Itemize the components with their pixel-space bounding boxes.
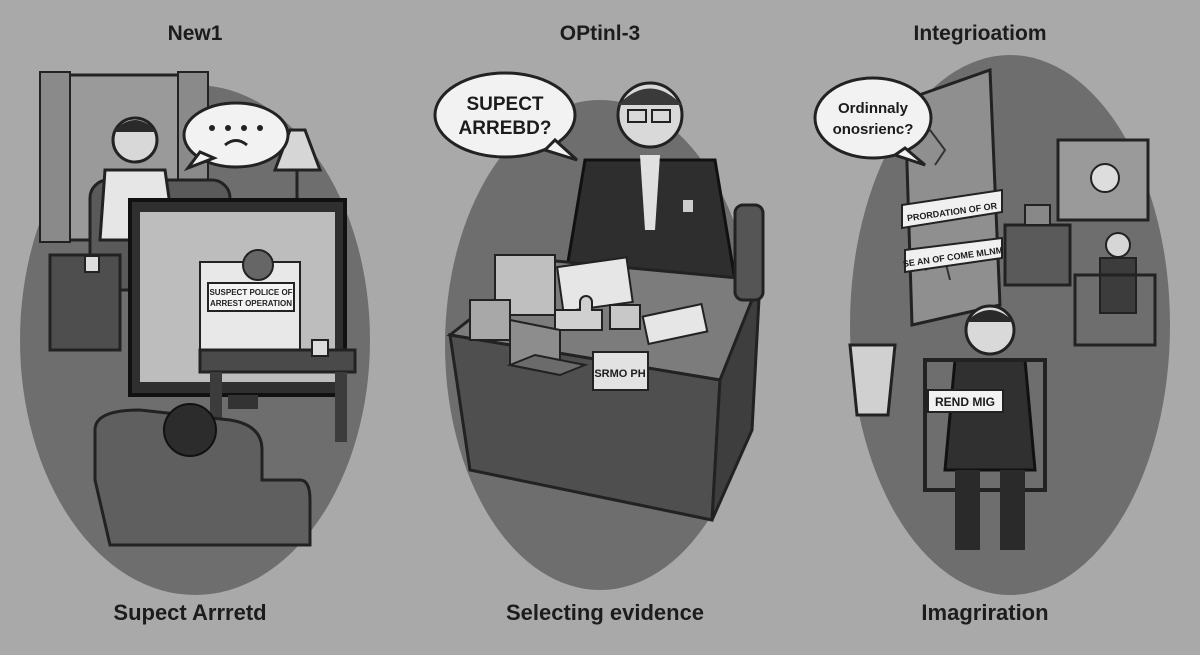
suspect-suit: [943, 358, 1037, 472]
thought-bubble: [182, 101, 290, 169]
officer-speech-line2: ARREBD?: [459, 118, 552, 139]
document-sheet: [556, 256, 634, 313]
interrogation-speech-line2: onosrienc?: [833, 121, 914, 138]
cup-icon: [311, 339, 329, 357]
panel-desk-scene: SUPECT ARREBD? SRMO PH: [433, 71, 765, 590]
office-chair: [733, 203, 765, 302]
tv-caption-line1: SUSPECT POLICE OF: [209, 288, 292, 297]
tape-strip-1: [901, 188, 1003, 230]
tape-strip-2: [904, 236, 1003, 274]
puzzle-piece-icon: [554, 295, 603, 331]
tv-stand: [198, 348, 357, 374]
panel-title-news: New1: [167, 22, 223, 45]
glasses-icon: [627, 109, 647, 123]
interrogation-speech-bubble: [813, 76, 933, 160]
panel-caption-arrest: Supect Arrretd: [113, 600, 267, 625]
interrogation-speech-line1: Ordinnaly: [838, 100, 909, 117]
panel-caption-evidence: Selecting evidence: [505, 600, 705, 625]
foreground-armchair: [93, 408, 312, 547]
desk-note-text: SRMO PH: [594, 368, 645, 380]
panel-caption-imagination: Imagriration: [921, 600, 1049, 625]
mug-icon: [84, 255, 100, 273]
side-desk: [1003, 223, 1072, 287]
viewer-head: [163, 403, 217, 457]
tv-caption-box: [207, 282, 295, 312]
panel-news-scene: SUSPECT POLICE OF ARREST OPERATION: [20, 71, 370, 595]
tv-caption-line2: ARREST OPERATION: [210, 299, 292, 308]
second-chair: [1073, 273, 1157, 347]
panel-interrogation-scene: PRORDATION OF OR SE AN OF COME MLNM Ordi…: [813, 55, 1170, 595]
officer-speech-line1: SUPECT: [466, 94, 543, 115]
interrogation-chair: [923, 358, 1047, 492]
second-person-head: [1105, 232, 1131, 258]
suspect-badge-text: REND MIG: [935, 395, 995, 409]
desk-note-box: [592, 351, 649, 391]
officer-speech-bubble: [433, 71, 577, 159]
tv-suspect-head: [242, 249, 274, 281]
panel-title-option: OPtinl-3: [559, 22, 641, 45]
man-hair: [113, 120, 157, 132]
suspect-badge: [927, 389, 1004, 413]
wastebasket-icon: [848, 343, 897, 417]
badge-icon: [683, 200, 693, 212]
panel-title-interrogation: Integrioatiom: [913, 22, 1047, 45]
curtain-left: [39, 71, 71, 243]
officer-hair: [618, 88, 682, 105]
